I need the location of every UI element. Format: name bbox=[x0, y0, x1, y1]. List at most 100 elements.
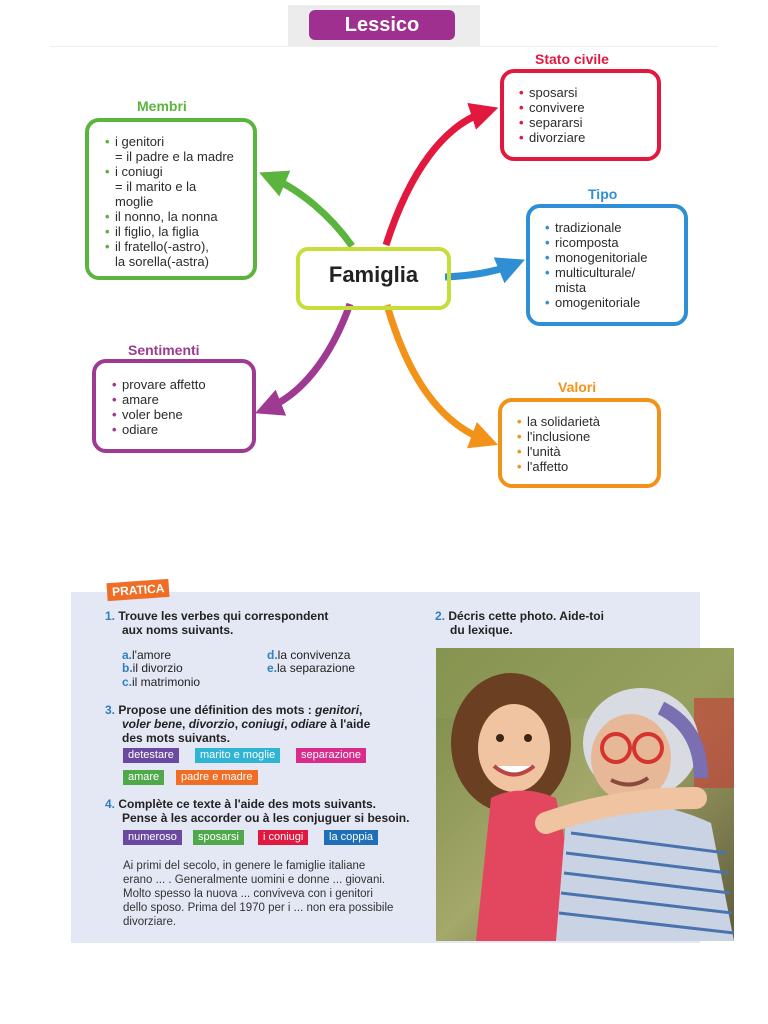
sentimenti-item-text: provare affetto bbox=[122, 377, 206, 392]
bullet-icon: • bbox=[112, 392, 117, 407]
arrow-membri bbox=[259, 170, 355, 249]
membri-item-text: = il padre e la madre bbox=[115, 149, 234, 164]
sentimenti-item-text: voler bene bbox=[122, 407, 183, 422]
stato-item-text: convivere bbox=[529, 100, 585, 115]
exercise-1-line2: aux noms suivants. bbox=[122, 623, 234, 637]
stato-item: • convivere bbox=[519, 100, 649, 115]
arrow-sentimenti bbox=[255, 302, 354, 416]
bullet-icon: • bbox=[519, 85, 524, 100]
membri-item-text: i coniugi bbox=[115, 164, 163, 179]
membri-item: • i genitori bbox=[105, 134, 245, 149]
membri-item-text: il nonno, la nonna bbox=[115, 209, 218, 224]
membri-item: la sorella(-astra) bbox=[105, 254, 245, 269]
sentimenti-heading: Sentimenti bbox=[128, 342, 200, 358]
family-photo bbox=[436, 648, 734, 941]
stato-heading: Stato civile bbox=[535, 51, 609, 67]
stato-item: •sposarsi bbox=[519, 85, 649, 100]
word-tag-padre-e-madre[interactable]: padre e madre bbox=[176, 770, 258, 785]
tipo-item-text: tradizionale bbox=[555, 220, 622, 235]
valori-item-text: l'affetto bbox=[527, 459, 569, 474]
page-title: Lessico bbox=[309, 10, 455, 40]
stato-list: •sposarsi•convivere•separarsi•divorziare bbox=[519, 85, 649, 145]
valori-item: •la solidarietà bbox=[517, 414, 649, 429]
word-tag-separazione[interactable]: separazione bbox=[296, 748, 366, 763]
membri-item: moglie bbox=[105, 194, 245, 209]
bullet-icon: • bbox=[105, 134, 110, 149]
membri-item: •il nonno, la nonna bbox=[105, 209, 245, 224]
stato-item-text: divorziare bbox=[529, 130, 586, 145]
membri-box: • i genitori= il padre e la madre•i coniu… bbox=[85, 118, 257, 280]
membri-item-text: = il marito e la bbox=[115, 179, 197, 194]
membri-item-text: i genitori bbox=[115, 134, 165, 149]
exercise-2-line1: Décris cette photo. Aide-toi bbox=[448, 609, 604, 623]
membri-heading: Membri bbox=[137, 98, 187, 114]
bullet-icon: • bbox=[517, 459, 522, 474]
word-tag-la-coppia[interactable]: la coppia bbox=[324, 830, 379, 845]
exercise-1-line1: Trouve les verbes qui correspondent bbox=[118, 609, 329, 623]
exercise-4-instruction: 4. Complète ce texte à l'aide des mots s… bbox=[105, 797, 410, 825]
valori-list: •la solidarietà•l'inclusione•l'unità•l'a… bbox=[517, 414, 649, 474]
valori-item: • l'inclusione bbox=[517, 429, 649, 444]
bullet-icon: • bbox=[545, 220, 550, 235]
word-tag-sposarsi[interactable]: sposarsi bbox=[193, 830, 244, 845]
membri-item: •i coniugi bbox=[105, 164, 245, 179]
valori-item-text: l'inclusione bbox=[527, 429, 591, 444]
word-tag-numeroso[interactable]: numeroso bbox=[123, 830, 182, 845]
tipo-item-text: omogenitoriale bbox=[555, 295, 641, 310]
exercise-3-instruction: 3. Propose une définition des mots : gen… bbox=[105, 703, 371, 745]
tipo-item: • multiculturale/ bbox=[545, 265, 678, 280]
tipo-item: • ricomposta bbox=[545, 235, 678, 250]
tipo-item: •omogenitoriale bbox=[545, 295, 678, 310]
exercise-1-item-d: d.la convivenza bbox=[267, 648, 351, 662]
membri-item: •il figlio, la figlia bbox=[105, 224, 245, 239]
tipo-item-text: multiculturale/ bbox=[555, 265, 636, 280]
word-tag-amare[interactable]: amare bbox=[123, 770, 165, 785]
exercise-2-line2: du lexique. bbox=[450, 623, 513, 637]
sentimenti-item: •odiare bbox=[112, 422, 244, 437]
exercise-1-item-a: a.l'amore bbox=[122, 648, 171, 662]
sentimenti-item: • amare bbox=[112, 392, 244, 407]
stato-box: •sposarsi•convivere•separarsi•divorziare bbox=[500, 69, 661, 161]
sentimenti-list: • provare affetto • amare • voler bene•odiare bbox=[112, 377, 244, 437]
bullet-icon: • bbox=[112, 377, 117, 392]
word-tag-detestare[interactable]: detestare bbox=[123, 748, 179, 763]
arrow-valori bbox=[383, 304, 499, 449]
exercise-1-item-b: b.il divorzio bbox=[122, 661, 183, 675]
tipo-item: •monogenitoriale bbox=[545, 250, 678, 265]
membri-item-text: moglie bbox=[115, 194, 154, 209]
tipo-item-text: ricomposta bbox=[555, 235, 619, 250]
mindmap-arrows bbox=[255, 103, 525, 449]
membri-item-text: il fratello(-astro), bbox=[115, 239, 209, 254]
sentimenti-item-text: amare bbox=[122, 392, 159, 407]
arrow-stato bbox=[382, 103, 499, 247]
exercise-2-instruction: 2. Décris cette photo. Aide-toi du lexiq… bbox=[435, 609, 604, 637]
tipo-item-text: mista bbox=[555, 280, 587, 295]
exercise-1-instruction: 1. Trouve les verbes qui correspondent a… bbox=[105, 609, 328, 637]
stato-item: •divorziare bbox=[519, 130, 649, 145]
exercise-4-text: Ai primi del secolo, in genere le famigl… bbox=[123, 860, 394, 928]
tipo-item: • tradizionale bbox=[545, 220, 678, 235]
bullet-icon: • bbox=[112, 407, 117, 422]
bullet-icon: • bbox=[545, 265, 550, 280]
bullet-icon: • bbox=[519, 100, 524, 115]
word-tag-i-coniugi[interactable]: i coniugi bbox=[258, 830, 309, 845]
bullet-icon: • bbox=[545, 235, 550, 250]
exercise-1-item-c: c.il matrimonio bbox=[122, 675, 201, 689]
membri-item-text: il figlio, la figlia bbox=[115, 224, 199, 239]
bullet-icon: • bbox=[545, 250, 550, 265]
membri-item: = il marito e la bbox=[105, 179, 245, 194]
word-tag-marito-e-moglie[interactable]: marito e moglie bbox=[195, 748, 281, 763]
bullet-icon: • bbox=[519, 115, 524, 130]
sentimenti-box: • provare affetto • amare • voler bene•odiare bbox=[92, 359, 256, 453]
exercise-1-item-e: e.la separazione bbox=[267, 661, 356, 675]
membri-list: • i genitori= il padre e la madre•i coniu… bbox=[105, 134, 245, 269]
valori-heading: Valori bbox=[558, 379, 597, 395]
valori-item: •l'unità bbox=[517, 444, 649, 459]
bullet-icon: • bbox=[517, 429, 522, 444]
stato-item: •separarsi bbox=[519, 115, 649, 130]
tipo-list: • tradizionale • ricomposta•monogenitoriale… bbox=[545, 220, 678, 310]
membri-item: = il padre e la madre bbox=[105, 149, 245, 164]
title-divider bbox=[50, 46, 718, 47]
tipo-heading: Tipo bbox=[588, 186, 618, 202]
valori-item: • l'affetto bbox=[517, 459, 649, 474]
